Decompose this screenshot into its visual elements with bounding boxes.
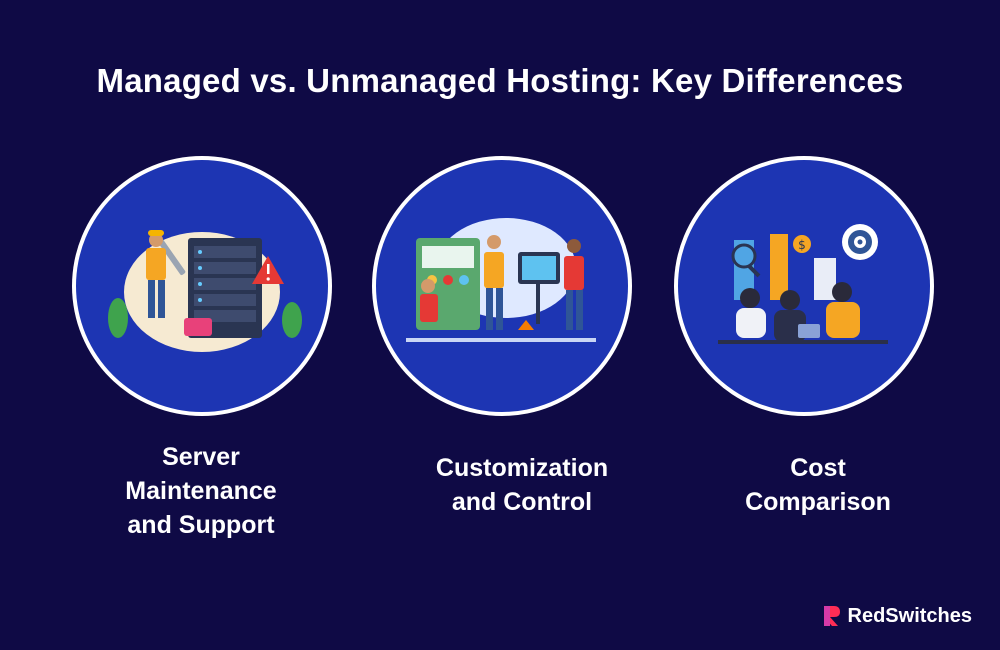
card-label-line: and Support [127, 511, 275, 539]
card-label-line: Maintenance [125, 477, 277, 505]
redswitches-logo-icon [823, 606, 840, 626]
team-analytics-icon: $ [718, 224, 888, 344]
svg-text:$: $ [798, 238, 806, 252]
card-label-line: Comparison [745, 488, 891, 516]
card-label-line: and Control [451, 488, 593, 516]
card-label-line: Customization [435, 454, 609, 482]
card-label-cost-comparison: Cost Comparison [698, 451, 938, 519]
brand-name: RedSwitches [847, 604, 972, 627]
customization-control-illustration [376, 160, 628, 412]
page-title: Managed vs. Unmanaged Hosting: Key Diffe… [96, 62, 904, 99]
server-maintenance-illustration [76, 160, 328, 412]
workers-control-panel-icon [406, 218, 596, 342]
card-label-line: Cost [790, 454, 846, 482]
card-label-customization: Customization and Control [402, 451, 642, 519]
brand-logo: RedSwitches [822, 604, 972, 628]
card-label-line: Server [162, 443, 240, 471]
cost-comparison-illustration: $ [678, 160, 930, 412]
technician-server-icon [108, 230, 302, 352]
card-label-server-maintenance: Server Maintenance and Support [81, 440, 321, 542]
